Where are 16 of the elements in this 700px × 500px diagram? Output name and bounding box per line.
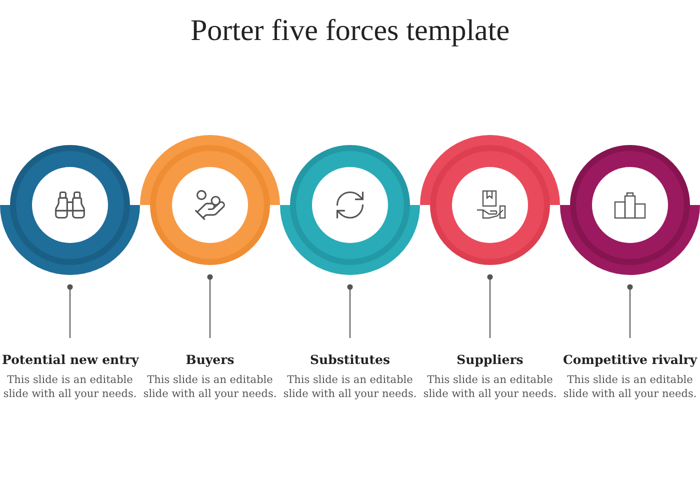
force-description: This slide is an editable slide with all your needs. [142,373,278,402]
force-description: This slide is an editable slide with all your needs. [2,373,138,402]
force-heading: Buyers [184,352,236,367]
connector-line [207,274,213,338]
force-description: This slide is an editable slide with all your needs. [562,373,698,402]
force-heading: Competitive rivalry [562,352,698,367]
force-heading: Suppliers [456,352,524,367]
slide-title: Porter five forces template [190,14,510,48]
connector-line [627,284,633,338]
connector-line [67,284,73,338]
force-description: This slide is an editable slide with all your needs. [282,373,418,402]
connector-line [347,284,353,338]
connector-line [487,274,493,338]
force-description: This slide is an editable slide with all your needs. [422,373,558,402]
force-heading: Substitutes [308,352,392,367]
force-heading: Potential new entry [2,352,138,367]
